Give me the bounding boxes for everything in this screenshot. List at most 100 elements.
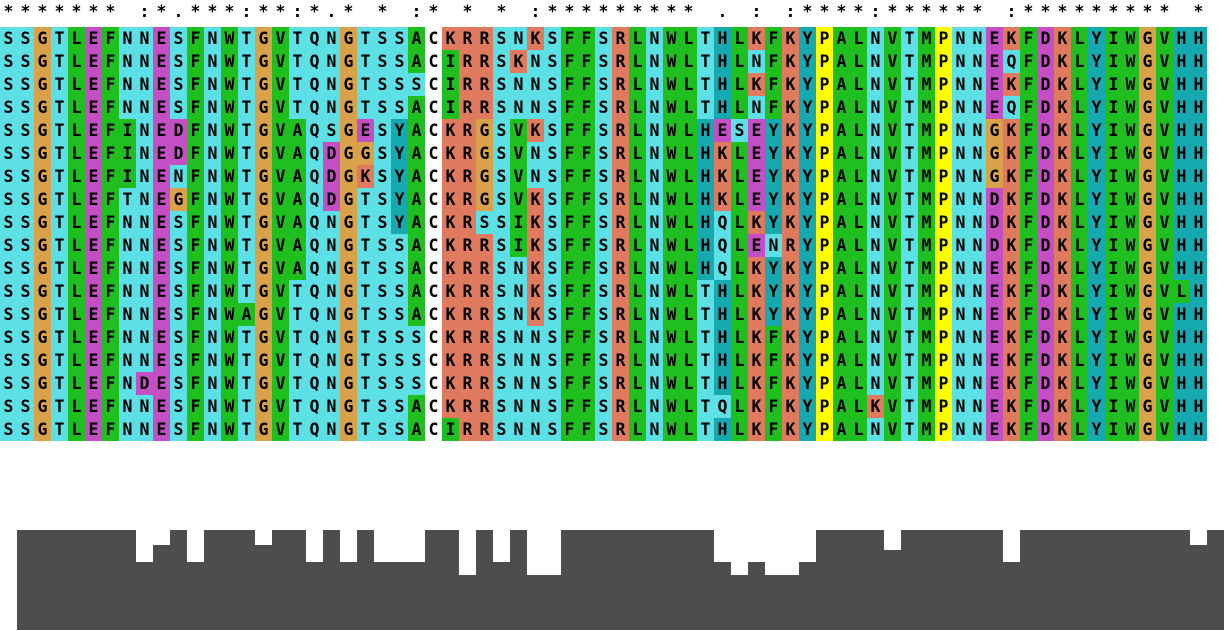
residue: M <box>918 96 935 119</box>
residue: I <box>1105 165 1122 188</box>
residue: N <box>527 326 544 349</box>
residue: W <box>1122 395 1139 418</box>
residue: G <box>255 73 272 96</box>
residue: R <box>612 280 629 303</box>
residue: K <box>748 211 765 234</box>
residue: L <box>731 27 748 50</box>
residue: M <box>918 188 935 211</box>
residue: H <box>1190 395 1207 418</box>
residue: L <box>1071 326 1088 349</box>
residue: I <box>1105 73 1122 96</box>
residue: S <box>544 188 561 211</box>
residue: S <box>17 50 34 73</box>
residue: H <box>1173 119 1190 142</box>
residue: W <box>221 349 238 372</box>
residue: A <box>289 234 306 257</box>
residue: A <box>833 142 850 165</box>
residue: T <box>901 119 918 142</box>
residue: N <box>867 96 884 119</box>
residue: V <box>884 257 901 280</box>
residue: S <box>544 326 561 349</box>
residue: N <box>952 395 969 418</box>
residue: C <box>425 119 442 142</box>
conservation-bar <box>561 530 578 630</box>
residue: V <box>1156 418 1173 441</box>
consensus-mark: * <box>1142 2 1153 21</box>
conservation-bar <box>68 530 85 630</box>
residue: L <box>629 165 646 188</box>
residue: V <box>884 372 901 395</box>
residue: L <box>629 280 646 303</box>
residue: M <box>918 165 935 188</box>
residue: A <box>408 96 425 119</box>
residue: S <box>170 234 187 257</box>
residue: L <box>68 119 85 142</box>
residue: F <box>102 96 119 119</box>
residue: V <box>272 418 289 441</box>
residue: L <box>850 372 867 395</box>
residue: E <box>153 326 170 349</box>
conservation-bar <box>578 530 595 630</box>
residue: C <box>425 165 442 188</box>
residue: Y <box>799 326 816 349</box>
residue: L <box>680 211 697 234</box>
residue: F <box>187 50 204 73</box>
residue: T <box>238 257 255 280</box>
residue: S <box>595 395 612 418</box>
residue: V <box>272 280 289 303</box>
residue: W <box>221 73 238 96</box>
residue: W <box>1122 50 1139 73</box>
residue: Y <box>1088 418 1105 441</box>
residue: A <box>289 257 306 280</box>
residue: T <box>51 234 68 257</box>
residue: L <box>1071 395 1088 418</box>
residue: L <box>1071 142 1088 165</box>
residue: N <box>969 27 986 50</box>
residue: G <box>1139 96 1156 119</box>
residue: F <box>561 119 578 142</box>
residue: W <box>663 211 680 234</box>
residue: V <box>884 96 901 119</box>
residue: E <box>85 372 102 395</box>
residue: N <box>119 96 136 119</box>
residue: L <box>680 73 697 96</box>
residue: S <box>493 211 510 234</box>
residue: T <box>51 142 68 165</box>
residue: G <box>340 96 357 119</box>
residue: G <box>340 395 357 418</box>
residue: F <box>1020 96 1037 119</box>
consensus-mark <box>357 0 374 24</box>
residue: R <box>612 73 629 96</box>
residue: L <box>1071 257 1088 280</box>
residue: N <box>323 211 340 234</box>
residue: K <box>1054 96 1071 119</box>
residue: A <box>408 257 425 280</box>
residue: F <box>1020 395 1037 418</box>
residue: S <box>408 73 425 96</box>
residue: N <box>510 280 527 303</box>
residue: K <box>782 211 799 234</box>
residue: T <box>697 280 714 303</box>
residue: N <box>952 234 969 257</box>
residue: L <box>850 303 867 326</box>
residue: V <box>884 211 901 234</box>
residue: N <box>204 395 221 418</box>
residue: T <box>697 395 714 418</box>
residue: A <box>833 234 850 257</box>
residue: S <box>391 73 408 96</box>
residue: H <box>1190 142 1207 165</box>
residue: L <box>731 326 748 349</box>
residue: K <box>782 165 799 188</box>
residue: P <box>935 96 952 119</box>
residue: L <box>68 188 85 211</box>
residue: N <box>969 372 986 395</box>
residue: C <box>425 372 442 395</box>
residue: W <box>663 349 680 372</box>
residue: S <box>493 303 510 326</box>
consensus-mark: : <box>785 2 796 21</box>
residue: N <box>952 257 969 280</box>
residue: K <box>782 280 799 303</box>
residue: H <box>1190 73 1207 96</box>
residue: F <box>187 395 204 418</box>
residue: L <box>850 96 867 119</box>
